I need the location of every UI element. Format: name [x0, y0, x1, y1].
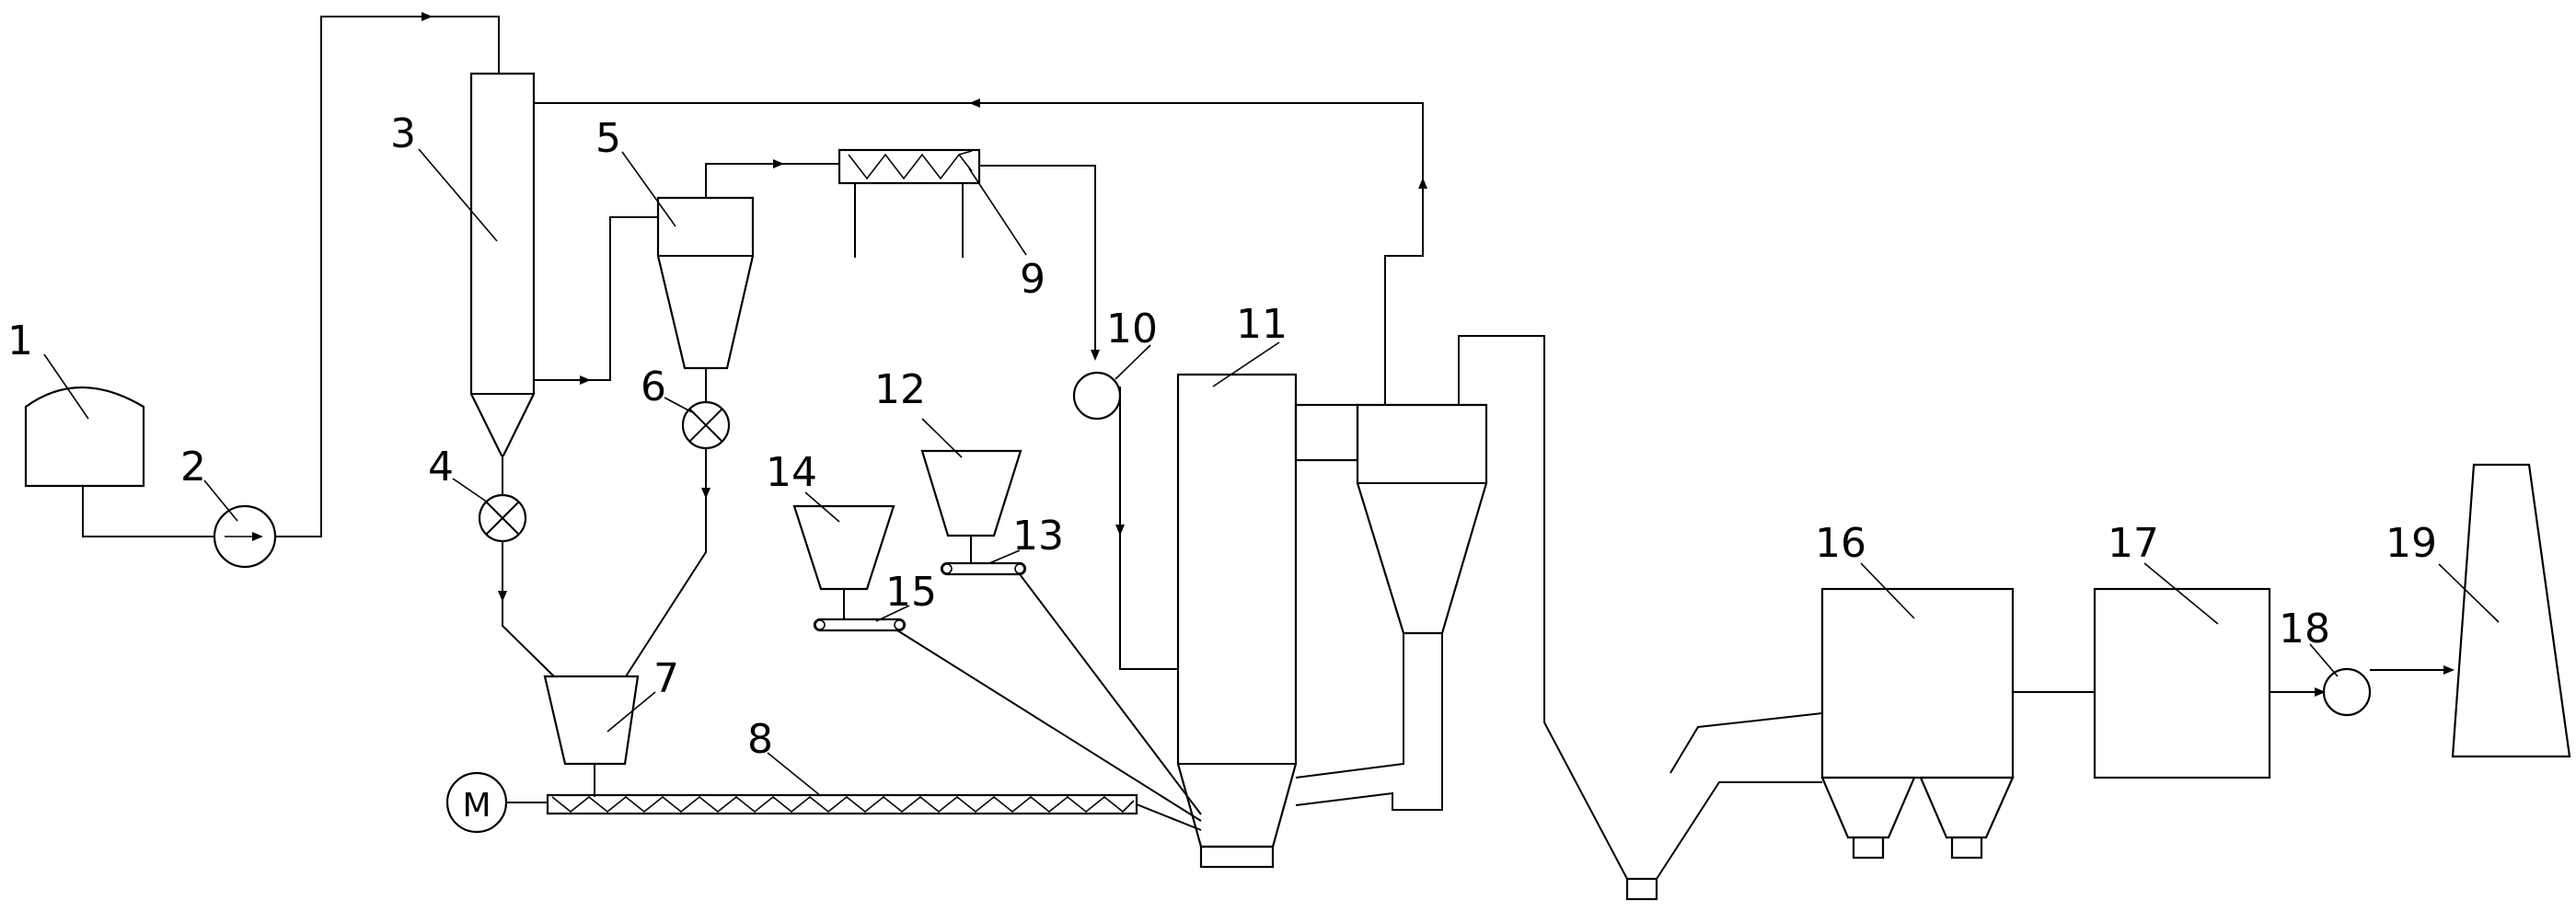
pump-2 [213, 504, 277, 569]
label-7: 7 [653, 655, 679, 702]
rotary-valve-6 [681, 400, 731, 450]
label-13: 13 [1012, 513, 1064, 560]
label-18: 18 [2279, 606, 2330, 652]
hopper-7 [543, 675, 640, 766]
motor-label: M [462, 787, 491, 825]
fan-18 [2322, 667, 2372, 717]
label-17: 17 [2108, 520, 2159, 567]
hopper-14 [792, 504, 895, 619]
hot-cyclone [1295, 403, 1488, 811]
label-11: 11 [1236, 301, 1288, 348]
label-1: 1 [7, 317, 33, 364]
scrubber-17 [2093, 587, 2271, 779]
label-8: 8 [747, 716, 773, 763]
fan-10 [1072, 371, 1122, 421]
bag-filter-16 [1820, 587, 2015, 860]
label-14: 14 [766, 449, 817, 496]
label-3: 3 [390, 110, 416, 157]
stack-19 [2451, 463, 2571, 758]
cyclone-5 [656, 196, 755, 370]
feed-pipe [82, 12, 500, 537]
heat-exchanger-9 [837, 148, 981, 258]
label-9: 9 [1020, 256, 1045, 303]
duct-11-to-cyclone [1294, 403, 1359, 462]
recirculation-line [534, 98, 1427, 405]
storage-tank-1 [24, 387, 145, 488]
equipment-labels: 1 2 3 4 5 6 7 8 9 10 11 12 13 14 15 16 1… [7, 110, 2437, 763]
label-2: 2 [180, 444, 206, 491]
label-5: 5 [595, 115, 621, 162]
label-16: 16 [1815, 520, 1866, 567]
label-15: 15 [885, 569, 937, 616]
belt-feeder-15 [813, 618, 907, 632]
label-10: 10 [1106, 306, 1158, 352]
belt-feeder-13 [940, 561, 1027, 576]
motor: M [445, 771, 508, 834]
hopper-12 [920, 449, 1022, 563]
furnace-11 [1176, 373, 1298, 869]
screw-conveyor-8 [546, 793, 1138, 815]
column-3 [469, 72, 536, 457]
flue-duct [1458, 335, 1823, 901]
label-19: 19 [2385, 520, 2437, 567]
label-12: 12 [874, 366, 926, 413]
leader-lines [43, 148, 2500, 797]
label-4: 4 [428, 444, 454, 491]
label-6: 6 [641, 364, 666, 410]
